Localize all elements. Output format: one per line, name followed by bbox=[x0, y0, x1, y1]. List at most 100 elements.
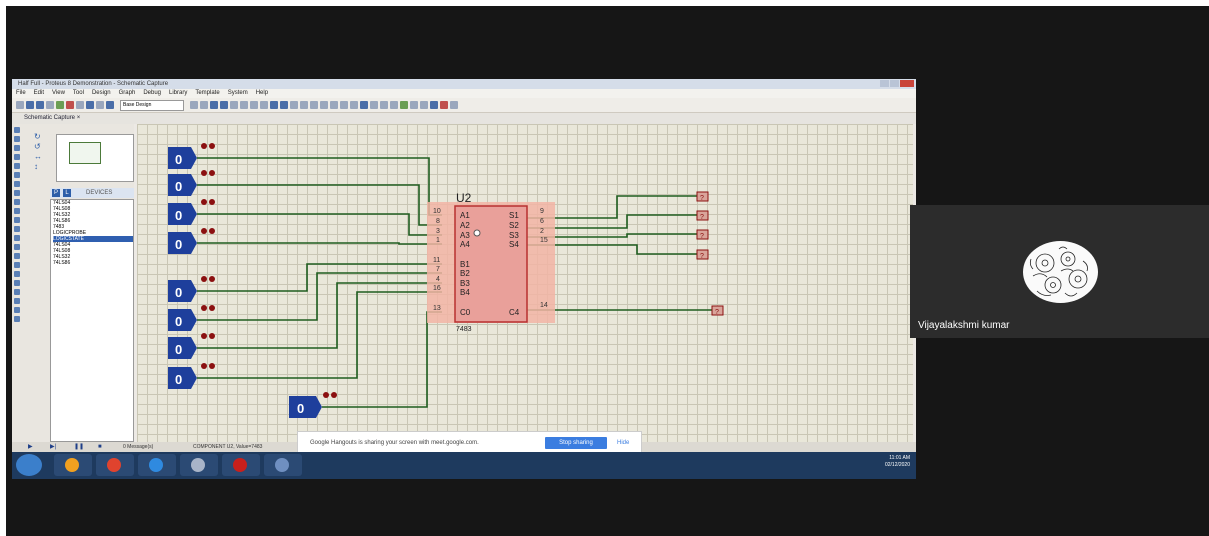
box-icon[interactable] bbox=[14, 262, 20, 268]
logic-state-b2[interactable]: 0 bbox=[168, 305, 215, 331]
device-item[interactable]: 74LS04 bbox=[53, 200, 71, 206]
graph-icon[interactable] bbox=[14, 208, 20, 214]
zoom-out-icon[interactable] bbox=[240, 101, 248, 109]
step-button[interactable]: ▶| bbox=[50, 444, 57, 450]
rotate-clockwise-icon[interactable]: ↻ bbox=[34, 132, 41, 141]
close-tab-icon[interactable]: × bbox=[76, 115, 81, 121]
text-icon[interactable] bbox=[14, 298, 20, 304]
block-move-icon[interactable] bbox=[330, 101, 338, 109]
taskbar-chrome[interactable] bbox=[96, 454, 134, 476]
open-icon[interactable] bbox=[26, 101, 34, 109]
print-icon[interactable] bbox=[46, 101, 54, 109]
logic-probe-s1[interactable]: ? bbox=[696, 191, 709, 202]
device-item[interactable]: 74LS08 bbox=[53, 206, 71, 212]
menu-edit[interactable]: Edit bbox=[33, 90, 45, 96]
pin-icon[interactable] bbox=[14, 199, 20, 205]
new-icon[interactable] bbox=[16, 101, 24, 109]
line-icon[interactable] bbox=[14, 253, 20, 259]
device-item[interactable]: 7483 bbox=[53, 224, 65, 230]
paste-icon[interactable] bbox=[310, 101, 318, 109]
arc-icon[interactable] bbox=[14, 280, 20, 286]
menu-graph[interactable]: Graph bbox=[118, 90, 136, 96]
probe-icon[interactable] bbox=[14, 235, 20, 241]
instrument-icon[interactable] bbox=[14, 244, 20, 250]
taskbar-app[interactable] bbox=[180, 454, 218, 476]
logic-state-a3[interactable]: 0 bbox=[168, 199, 215, 225]
generator-icon[interactable] bbox=[14, 226, 20, 232]
participant-tile[interactable]: Vijayalakshmi kumar bbox=[910, 205, 1209, 338]
start-button[interactable] bbox=[16, 454, 42, 476]
minimize-button[interactable] bbox=[880, 80, 889, 87]
design-explorer-icon[interactable] bbox=[430, 101, 438, 109]
refresh-icon[interactable] bbox=[190, 101, 198, 109]
path-icon[interactable] bbox=[14, 289, 20, 295]
text-script-icon[interactable] bbox=[14, 163, 20, 169]
mirror-icon[interactable]: ↔ bbox=[34, 152, 42, 161]
rotate-anticlockwise-icon[interactable]: ↺ bbox=[34, 142, 41, 151]
flip-icon[interactable]: ↕ bbox=[34, 162, 38, 171]
pick-device-icon[interactable] bbox=[360, 101, 368, 109]
logic-probe-s4[interactable]: ? bbox=[696, 249, 709, 260]
logic-state-c0[interactable]: 0 bbox=[289, 392, 337, 418]
pick-devices-button[interactable]: P bbox=[52, 189, 60, 197]
block-copy-icon[interactable] bbox=[320, 101, 328, 109]
circle-icon[interactable] bbox=[14, 271, 20, 277]
decompose-icon[interactable] bbox=[390, 101, 398, 109]
origin-icon[interactable] bbox=[210, 101, 218, 109]
device-item[interactable]: 74LS32 bbox=[53, 212, 71, 218]
redo-icon[interactable] bbox=[280, 101, 288, 109]
selection-mode-icon[interactable] bbox=[14, 127, 20, 133]
terminal-icon[interactable] bbox=[14, 190, 20, 196]
component-7483[interactable] bbox=[454, 205, 528, 323]
copy-icon[interactable] bbox=[300, 101, 308, 109]
device-item[interactable]: LOGICPROBE bbox=[53, 230, 87, 236]
menu-help[interactable]: Help bbox=[255, 90, 269, 96]
overview-window[interactable] bbox=[56, 134, 134, 182]
netlist-icon[interactable] bbox=[450, 101, 458, 109]
logic-state-b3[interactable]: 0 bbox=[168, 333, 215, 359]
taskbar-media-player[interactable] bbox=[54, 454, 92, 476]
zoom-in-icon[interactable] bbox=[230, 101, 238, 109]
design-select[interactable]: Base Design bbox=[120, 99, 184, 111]
menu-library[interactable]: Library bbox=[169, 90, 188, 96]
logic-probe-c4[interactable]: ? bbox=[711, 305, 724, 316]
tape-icon[interactable] bbox=[14, 217, 20, 223]
home-icon[interactable] bbox=[56, 101, 64, 109]
subcircuit-icon[interactable] bbox=[14, 181, 20, 187]
pan-icon[interactable] bbox=[220, 101, 228, 109]
taskbar-ie[interactable] bbox=[138, 454, 176, 476]
tab-schematic-capture[interactable]: Schematic Capture × bbox=[12, 113, 916, 124]
logic-state-b4[interactable]: 0 bbox=[168, 363, 215, 389]
device-item-selected[interactable]: LOGICSTATE bbox=[53, 236, 133, 242]
block-rotate-icon[interactable] bbox=[340, 101, 348, 109]
device-item[interactable]: 74LS32 bbox=[53, 254, 71, 260]
delete-sheet-icon[interactable] bbox=[440, 101, 448, 109]
cut-icon[interactable] bbox=[290, 101, 298, 109]
menu-tool[interactable]: Tool bbox=[72, 90, 84, 96]
device-item[interactable]: 74LS04 bbox=[53, 242, 71, 248]
undo-icon[interactable] bbox=[270, 101, 278, 109]
component-mode-icon[interactable] bbox=[14, 136, 20, 142]
zoom-area-icon[interactable] bbox=[260, 101, 268, 109]
hide-button[interactable]: Hide bbox=[617, 440, 630, 446]
wire-autorouter-icon[interactable] bbox=[400, 101, 408, 109]
schematic-canvas[interactable]: U2 7483 A1 A2 A3 A4 B1 B2 B3 B4 C0 S1 S2… bbox=[137, 124, 913, 442]
menu-view[interactable]: View bbox=[52, 90, 65, 96]
taskbar-acrobat[interactable] bbox=[222, 454, 260, 476]
stop-sharing-button[interactable]: Stop sharing bbox=[545, 437, 607, 449]
device-item[interactable]: 74LS86 bbox=[53, 260, 71, 266]
bom-icon[interactable] bbox=[96, 101, 104, 109]
library-manager-button[interactable]: L bbox=[63, 189, 71, 197]
packaging-icon[interactable] bbox=[380, 101, 388, 109]
property-assign-icon[interactable] bbox=[420, 101, 428, 109]
menu-template[interactable]: Template bbox=[195, 90, 220, 96]
symbol-icon[interactable] bbox=[14, 307, 20, 313]
menu-design[interactable]: Design bbox=[91, 90, 111, 96]
menu-system[interactable]: System bbox=[227, 90, 248, 96]
device-item[interactable]: 74LS08 bbox=[53, 248, 71, 254]
stop-button[interactable]: ■ bbox=[98, 444, 102, 450]
maximize-button[interactable] bbox=[890, 80, 899, 87]
close-button[interactable] bbox=[900, 80, 914, 87]
menu-file[interactable]: File bbox=[16, 90, 26, 96]
logic-state-a2[interactable]: 0 bbox=[168, 170, 215, 196]
